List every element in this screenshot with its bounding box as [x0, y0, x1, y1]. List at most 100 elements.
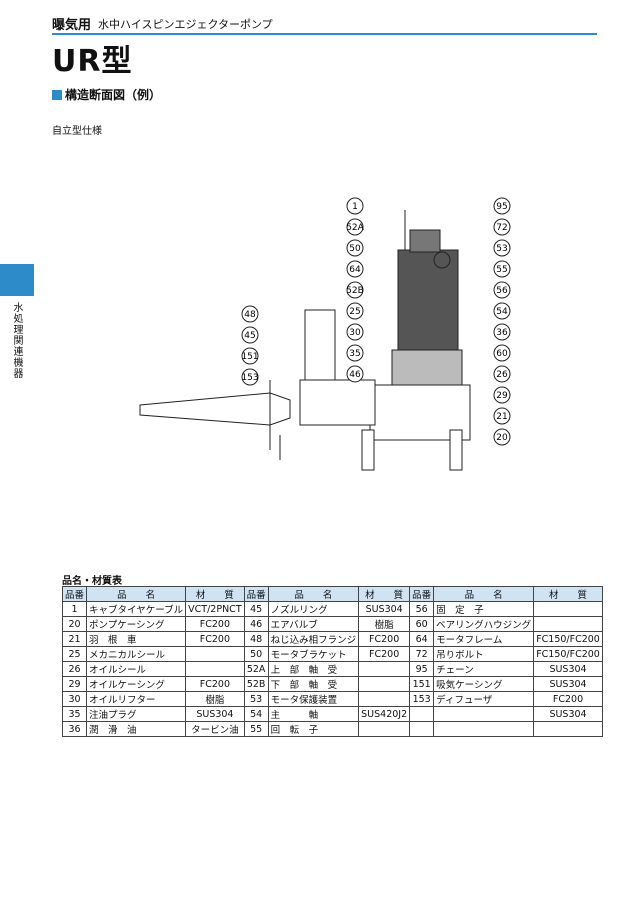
table-header-cell: 材 質 [358, 586, 411, 602]
table-cell: 56 [409, 601, 435, 617]
pump-body [139, 210, 471, 471]
callout-circle [493, 281, 511, 299]
table-cell: SUS304 [533, 661, 603, 677]
table-cell: 固 定 子 [433, 601, 535, 617]
table-cell: FC200 [533, 691, 603, 707]
table-cell: キャブタイヤケーブル [86, 601, 187, 617]
callout-label: 1 [352, 202, 358, 212]
callout-label: 21 [496, 412, 507, 422]
table-cell: SUS304 [533, 676, 603, 692]
callout-label: 64 [349, 265, 361, 275]
callout-label: 153 [241, 373, 258, 383]
table-cell: 53 [243, 691, 269, 707]
callout-circle [493, 428, 511, 446]
table-header-cell: 材 質 [185, 586, 245, 602]
table-cell: 樹脂 [185, 691, 245, 707]
table-cell [433, 721, 535, 737]
table-header-cell: 品 名 [433, 586, 535, 602]
callout-circle [493, 260, 511, 278]
table-header-cell: 品番 [409, 586, 435, 602]
table-cell: FC200 [358, 646, 411, 662]
callout-label: 54 [496, 307, 508, 317]
callout-circle [493, 323, 511, 341]
table-cell: エアバルブ [267, 616, 360, 632]
table-cell: 羽 根 車 [86, 631, 187, 647]
callout-label: 48 [244, 310, 256, 320]
table-cell: 29 [61, 676, 88, 692]
table-cell: オイルケーシング [86, 676, 187, 692]
callout-label: 60 [496, 349, 508, 359]
table-cell: 36 [61, 721, 88, 737]
table-cell: モータフレーム [433, 631, 535, 647]
table-cell [433, 706, 535, 722]
callout-circle [241, 326, 259, 344]
callout-circle [493, 386, 511, 404]
callout-circle [493, 239, 511, 257]
callout-label: 45 [244, 331, 255, 341]
callout-label: 36 [496, 328, 508, 338]
callout-circle [346, 344, 364, 362]
table-cell: FC150/FC200 [533, 646, 603, 662]
table-cell: ノズルリング [267, 601, 360, 617]
callout-circle [346, 218, 364, 236]
table-cell: 吊りボルト [433, 646, 535, 662]
table-cell: 30 [61, 691, 88, 707]
table-cell: 48 [243, 631, 269, 647]
table-cell: FC200 [185, 631, 245, 647]
callout-label: 29 [496, 391, 508, 401]
table-header-cell: 品番 [61, 586, 88, 602]
callout-circle [346, 281, 364, 299]
table-cell [185, 661, 245, 677]
table-cell [533, 721, 603, 737]
table-cell: VCT/2PNCT [185, 601, 245, 617]
callout-label: 46 [349, 370, 361, 380]
table-cell: 1 [61, 601, 88, 617]
callout-label: 72 [496, 223, 507, 233]
table-cell: 下 部 軸 受 [267, 676, 360, 692]
table-header-cell: 材 質 [533, 586, 603, 602]
table-cell: 注油プラグ [86, 706, 187, 722]
model-title: UR型 [52, 44, 133, 79]
table-header-row: 品番品 名材 質品番品 名材 質品番品 名材 質 [61, 586, 603, 602]
table-cell: メカニカルシール [86, 646, 187, 662]
table-cell: 21 [61, 631, 88, 647]
table-cell: FC200 [185, 616, 245, 632]
callout-label: 30 [349, 328, 361, 338]
table-cell: 52A [243, 661, 269, 677]
table-cell: 35 [61, 706, 88, 722]
table-cell: 54 [243, 706, 269, 722]
table-cell: SUS304 [533, 706, 603, 722]
table-cell: ポンプケーシング [86, 616, 187, 632]
table-cell: 45 [243, 601, 269, 617]
callout-label: 25 [349, 307, 360, 317]
callout-circle [493, 344, 511, 362]
spec-note: 自立型仕様 [52, 126, 102, 137]
table-title: 品名・材質表 [62, 576, 122, 587]
table-cell: 50 [243, 646, 269, 662]
square-bullet-icon [52, 90, 62, 100]
table-cell: 151 [409, 676, 435, 692]
table-cell: モータ保護装置 [267, 691, 360, 707]
table-cell: ディフューザ [433, 691, 535, 707]
callout-label: 20 [496, 433, 508, 443]
table-cell: FC200 [185, 676, 245, 692]
table-cell: オイルリフター [86, 691, 187, 707]
table-cell: タービン油 [185, 721, 245, 737]
table-cell: 153 [409, 691, 435, 707]
callout-circle [346, 302, 364, 320]
table-cell: 95 [409, 661, 435, 677]
table-cell: 樹脂 [358, 616, 411, 632]
callout-circle [493, 302, 511, 320]
table-cell [358, 676, 411, 692]
